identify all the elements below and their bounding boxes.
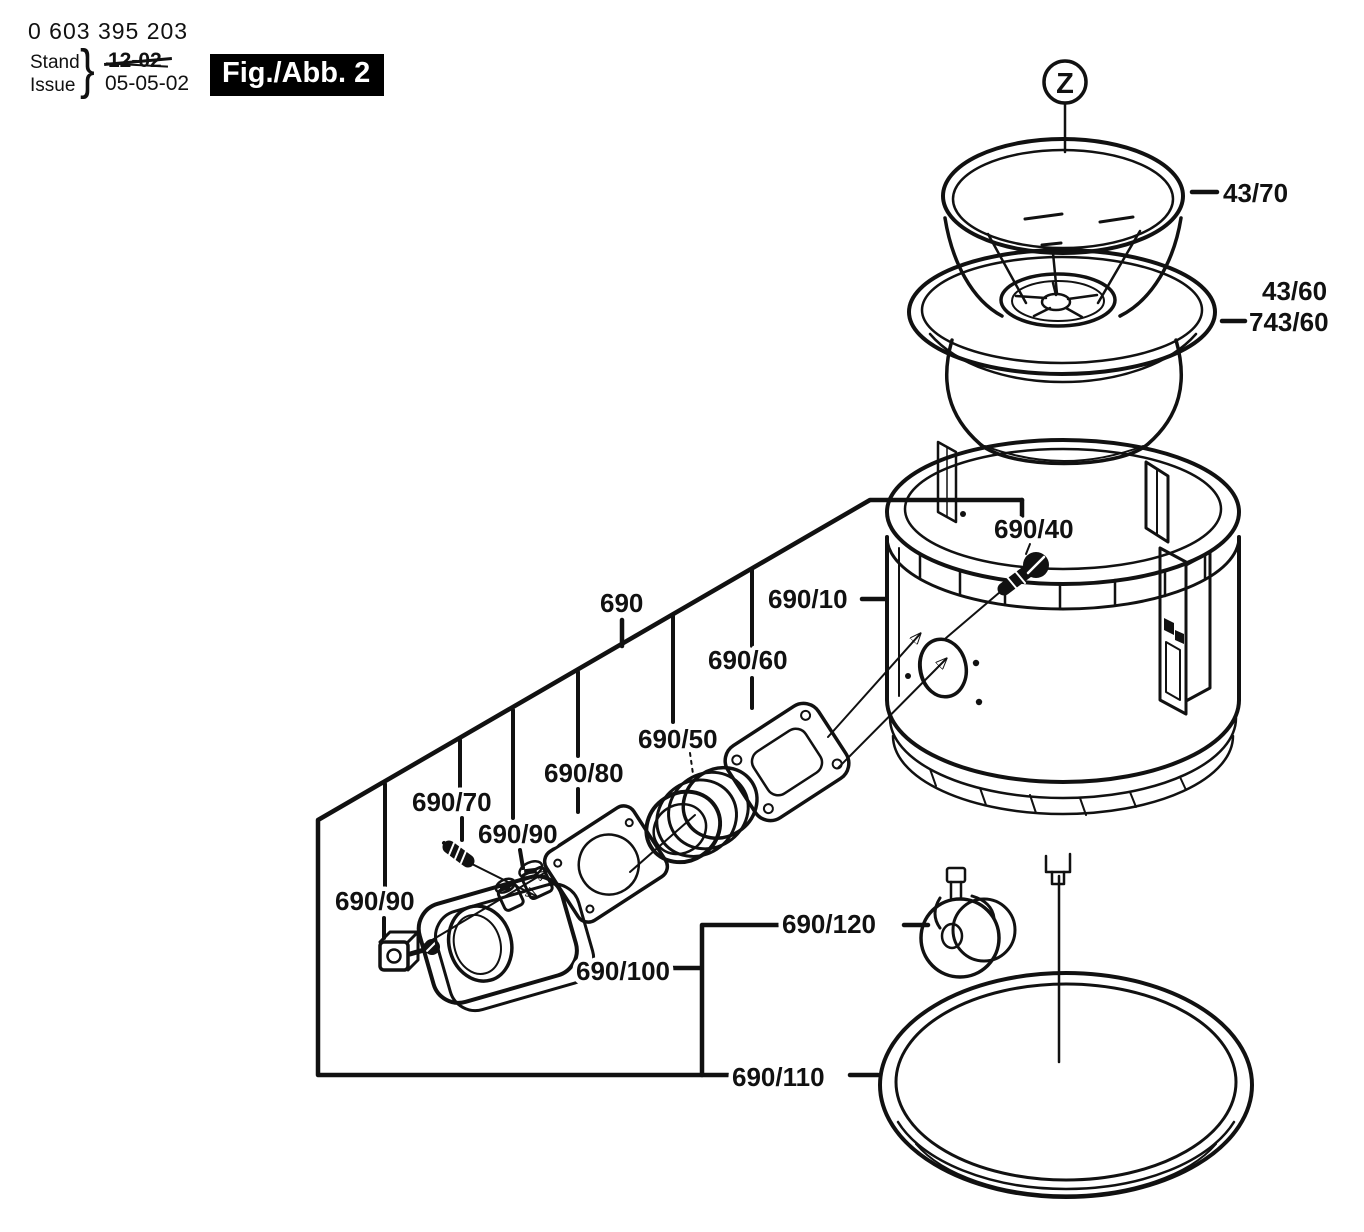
issue-label: Issue [30, 75, 76, 96]
pin-drawing [442, 840, 475, 868]
part-label-690-120: 690/120 [782, 909, 876, 939]
part-label-690-10: 690/10 [768, 584, 848, 614]
float-guard-drawing [907, 248, 1217, 466]
part-label-43-70: 43/70 [1223, 178, 1288, 208]
part-labels: 43/70 43/60 743/60 690 690/10 690/40 690… [331, 174, 1334, 1097]
part-label-690-40: 690/40 [994, 514, 1074, 544]
figure-title: Fig./Abb. 2 [210, 54, 385, 96]
part-label-690-60: 690/60 [708, 645, 788, 675]
part-label-690-50: 690/50 [638, 724, 718, 754]
hose-connector-drawing [644, 765, 759, 865]
new-revision-date: 05-05-02 [105, 72, 190, 95]
part-label-690-90-b: 690/90 [335, 886, 415, 916]
part-label-690-100: 690/100 [576, 956, 670, 986]
part-label-690: 690 [600, 588, 643, 618]
nut-drawing [378, 930, 440, 972]
part-label-690-70: 690/70 [412, 787, 492, 817]
seal-ring-drawing [878, 874, 1254, 1199]
old-revision-date: 12-02 [108, 49, 162, 72]
stand-label: Stand [30, 52, 80, 73]
flange-drawing [723, 701, 851, 823]
part-label-690-110: 690/110 [732, 1062, 825, 1092]
part-label-690-80: 690/80 [544, 758, 624, 788]
part-number: 0 603 395 203 [28, 18, 189, 44]
part-label-690-90-a: 690/90 [478, 819, 558, 849]
filter-basket-drawing [941, 137, 1185, 328]
part-label-43-60: 43/60 [1262, 276, 1327, 306]
callout-lines [315, 189, 1248, 1078]
detail-marker-letter: Z [1056, 68, 1074, 100]
leader-arrows [421, 634, 946, 947]
caster-drawing [919, 866, 1017, 979]
screw-drawing [945, 543, 1049, 639]
tank-drawing [885, 438, 1241, 886]
revision-brace: } [80, 39, 95, 100]
part-label-743-60: 743/60 [1249, 307, 1329, 337]
gasket-drawing [542, 804, 670, 924]
